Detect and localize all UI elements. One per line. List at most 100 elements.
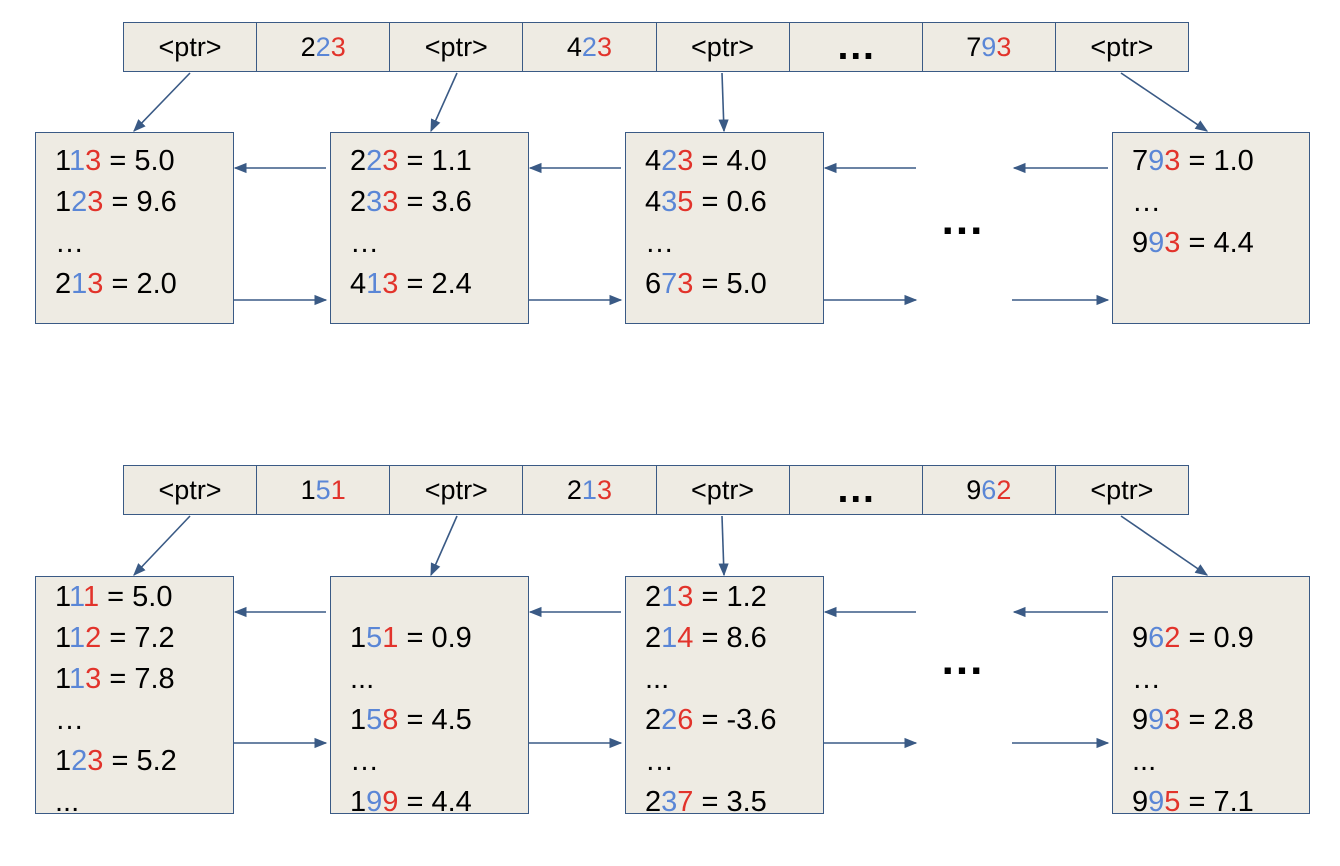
- leaf-entry: 673 = 5.0: [645, 264, 823, 305]
- entry-value: = 4.4: [398, 786, 472, 814]
- entry-value: = 9.6: [103, 186, 177, 218]
- key-digit-last: 3: [382, 145, 399, 177]
- entry-value: = 0.9: [1180, 622, 1254, 654]
- key-digit-last: 2: [1164, 622, 1181, 654]
- key-digit: 7: [1132, 145, 1149, 177]
- key-digit-last: 1: [382, 622, 399, 654]
- entry-value: = 7.2: [101, 622, 175, 654]
- key-digit: 1: [55, 745, 72, 777]
- key-digit-last: 9: [382, 786, 399, 814]
- node-pointer-cell: <ptr>: [655, 23, 789, 71]
- key-digit: 1: [300, 474, 316, 505]
- node-pointer-cell: <ptr>: [158, 31, 222, 62]
- leaf-node: 151 = 0.9...158 = 4.5…199 = 4.4: [330, 576, 529, 814]
- key-digit-last: 3: [677, 581, 694, 613]
- key-digit-middle: 1: [366, 268, 383, 300]
- entry-value: = 3.5: [693, 786, 767, 814]
- key-digit-last: 3: [330, 31, 346, 62]
- key-digit: 2: [645, 622, 662, 654]
- key-digit-middle: 1: [581, 474, 597, 505]
- node-pointer-cell: <ptr>: [1054, 466, 1188, 514]
- key-digit: 2: [350, 145, 367, 177]
- leaf-ellipsis: [350, 577, 528, 618]
- key-digit-middle: 1: [68, 145, 86, 177]
- leaf-ellipsis: …: [1132, 186, 1161, 218]
- key-digit: 1: [55, 581, 69, 613]
- key-digit-middle: 3: [661, 786, 678, 814]
- key-digit-last: 3: [1164, 145, 1181, 177]
- key-digit: 2: [645, 704, 662, 736]
- entry-value: = 7.8: [101, 663, 175, 695]
- key-digit-middle: 2: [581, 31, 597, 62]
- key-digit-last: 3: [85, 663, 102, 695]
- key-digit: 1: [350, 704, 367, 736]
- leaf-ellipsis: ...: [350, 663, 375, 695]
- key-digit-last: 3: [596, 31, 612, 62]
- key-digit-last: 4: [677, 622, 694, 654]
- leaf-entry: 423 = 4.0: [645, 141, 823, 182]
- child-pointer-arrow: [1120, 515, 1209, 576]
- key-digit-middle: 5: [366, 704, 383, 736]
- leaf-ellipsis: …: [55, 227, 84, 259]
- leaf-ellipsis: …: [645, 227, 674, 259]
- entry-value: = 0.9: [398, 622, 472, 654]
- leaf-entry: 112 = 7.2: [55, 618, 233, 659]
- leaf-node: 962 = 0.9…993 = 2.8...995 = 7.1: [1112, 576, 1310, 814]
- key-digit: 1: [55, 145, 69, 177]
- key-digit-last: 2: [996, 474, 1012, 505]
- key-digit-middle: 6: [1148, 622, 1165, 654]
- key-digit: 1: [55, 186, 72, 218]
- leaf-entry: 993 = 2.8: [1132, 700, 1309, 741]
- key-digit-last: 1: [330, 474, 346, 505]
- key-digit-middle: 9: [1148, 227, 1165, 259]
- key-digit-middle: 1: [661, 581, 678, 613]
- leaf-entry: 158 = 4.5: [350, 700, 528, 741]
- entry-value: = 4.4: [1180, 227, 1254, 259]
- key-digit-middle: 9: [366, 786, 383, 814]
- key-digit-middle: 1: [68, 663, 86, 695]
- entry-value: = 4.5: [398, 704, 472, 736]
- key-digit-middle: 9: [1148, 145, 1165, 177]
- node-pointer-cell: <ptr>: [158, 474, 222, 505]
- key-digit-middle: 1: [71, 268, 88, 300]
- leaf-entry: 214 = 8.6: [645, 618, 823, 659]
- key-digit-middle: 1: [68, 622, 86, 654]
- leaf-entry: 793 = 1.0: [1132, 141, 1309, 182]
- child-pointer-arrow: [430, 72, 458, 133]
- key-digit-middle: 1: [661, 622, 678, 654]
- key-digit-last: 7: [677, 786, 694, 814]
- key-digit-last: 3: [1164, 704, 1181, 736]
- entry-value: = -3.6: [693, 704, 777, 736]
- key-digit-last: 5: [1164, 786, 1181, 814]
- node-pointer-cell: <ptr>: [1054, 23, 1188, 71]
- key-digit: 6: [645, 268, 662, 300]
- entry-value: = 5.2: [103, 745, 177, 777]
- entry-value: = 1.2: [693, 581, 767, 613]
- leaf-entry: 199 = 4.4: [350, 782, 528, 814]
- key-digit: 1: [55, 622, 69, 654]
- leaf-node: 793 = 1.0…993 = 4.4: [1112, 132, 1310, 324]
- child-pointer-arrow: [430, 515, 458, 577]
- child-pointer-arrow: [133, 72, 191, 132]
- node-pointer-cell: <ptr>: [655, 466, 789, 514]
- key-digit-last: 3: [85, 145, 102, 177]
- leaf-entry: 111 = 5.0: [55, 577, 233, 618]
- entry-value: = 2.0: [103, 268, 177, 300]
- leaf-entry: 962 = 0.9: [1132, 618, 1309, 659]
- key-digit: 2: [55, 268, 72, 300]
- key-digit-last: 6: [677, 704, 694, 736]
- key-digit: 1: [350, 622, 367, 654]
- key-digit: 4: [645, 145, 662, 177]
- entry-value: = 1.1: [398, 145, 472, 177]
- leaf-gap-ellipsis: ...: [941, 195, 985, 244]
- entry-value: = 8.6: [693, 622, 767, 654]
- key-digit-last: 2: [85, 622, 102, 654]
